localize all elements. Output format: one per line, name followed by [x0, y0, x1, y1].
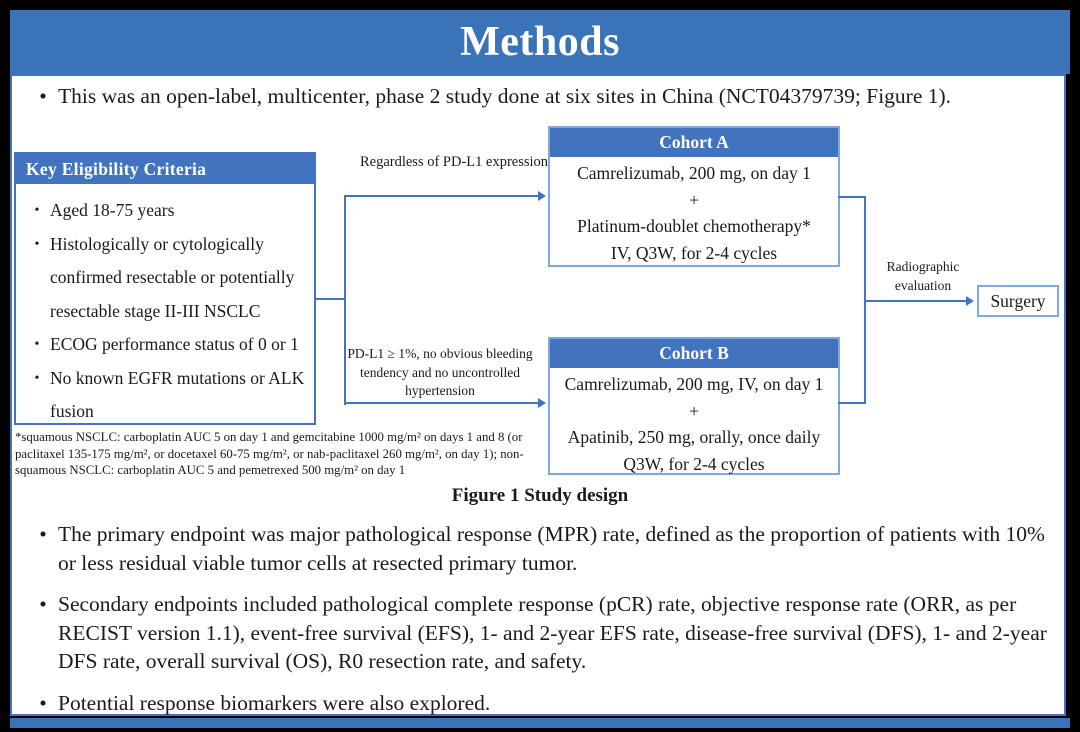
eligibility-header: Key Eligibility Criteria	[16, 154, 314, 184]
intro-bullet: This was an open-label, multicenter, pha…	[28, 82, 1050, 111]
footnote: *squamous NSCLC: carboplatin AUC 5 on da…	[15, 430, 524, 477]
cohort-b-line: Q3W, for 2-4 cycles	[623, 453, 765, 474]
eligibility-item: ECOG performance status of 0 or 1	[24, 328, 308, 362]
evaluation-label: Radiographic evaluation	[886, 259, 960, 293]
cohort-a-box: Cohort A Camrelizumab, 200 mg, on day 1 …	[548, 126, 840, 267]
eligibility-item: No known EGFR mutations or ALK fusion	[24, 362, 308, 429]
bullet-primary-endpoint: The primary endpoint was major pathologi…	[28, 520, 1052, 577]
branch-label-top: Regardless of PD-L1 expression	[359, 154, 549, 170]
endpoint-bullets: The primary endpoint was major pathologi…	[28, 520, 1052, 730]
page-title: Methods	[460, 19, 620, 65]
title-bar: Methods	[10, 10, 1070, 74]
eligibility-item: Aged 18-75 years	[24, 194, 308, 228]
surgery-label: Surgery	[990, 290, 1046, 311]
cohort-b-line: Apatinib, 250 mg, orally, once daily	[567, 427, 821, 447]
cohort-b-body: Camrelizumab, 200 mg, IV, on day 1 + Apa…	[550, 368, 838, 477]
eligibility-list: Aged 18-75 years Histologically or cytol…	[16, 184, 314, 429]
arrow-right-icon	[966, 296, 974, 306]
connector-line	[344, 195, 540, 197]
cohort-a-body: Camrelizumab, 200 mg, on day 1 + Platinu…	[550, 157, 838, 266]
cohort-a-line: IV, Q3W, for 2-4 cycles	[610, 242, 778, 263]
bullet-secondary-endpoints: Secondary endpoints included pathologica…	[28, 590, 1052, 676]
branch-label-bottom: PD-L1 ≥ 1%, no obvious bleeding tendency…	[347, 346, 533, 398]
connector-line	[864, 300, 968, 302]
bullet-biomarkers: Potential response biomarkers were also …	[28, 689, 1052, 718]
surgery-box: Surgery	[977, 285, 1059, 317]
cohort-a-line: Camrelizumab, 200 mg, on day 1	[577, 163, 811, 183]
eligibility-box: Key Eligibility Criteria Aged 18-75 year…	[14, 152, 316, 425]
eligibility-item: Histologically or cytologically confirme…	[24, 228, 308, 329]
arrow-right-icon	[538, 398, 546, 408]
cohort-b-header: Cohort B	[550, 339, 838, 368]
connector-line	[344, 195, 346, 405]
cohort-b-line: +	[689, 400, 699, 421]
cohort-b-box: Cohort B Camrelizumab, 200 mg, IV, on da…	[548, 337, 840, 475]
connector-line	[316, 298, 346, 300]
figure-caption: Figure 1 Study design	[451, 485, 629, 506]
cohort-a-line: +	[689, 189, 699, 210]
connector-line	[838, 196, 866, 198]
connector-line	[344, 402, 540, 404]
cohort-b-line: Camrelizumab, 200 mg, IV, on day 1	[564, 374, 824, 394]
arrow-right-icon	[538, 191, 546, 201]
cohort-a-line: Platinum-doublet chemotherapy*	[577, 216, 811, 236]
intro-bullet-text: This was an open-label, multicenter, pha…	[58, 84, 952, 108]
cohort-a-header: Cohort A	[550, 128, 838, 157]
connector-line	[838, 402, 866, 404]
bottom-accent-bar	[10, 718, 1070, 728]
